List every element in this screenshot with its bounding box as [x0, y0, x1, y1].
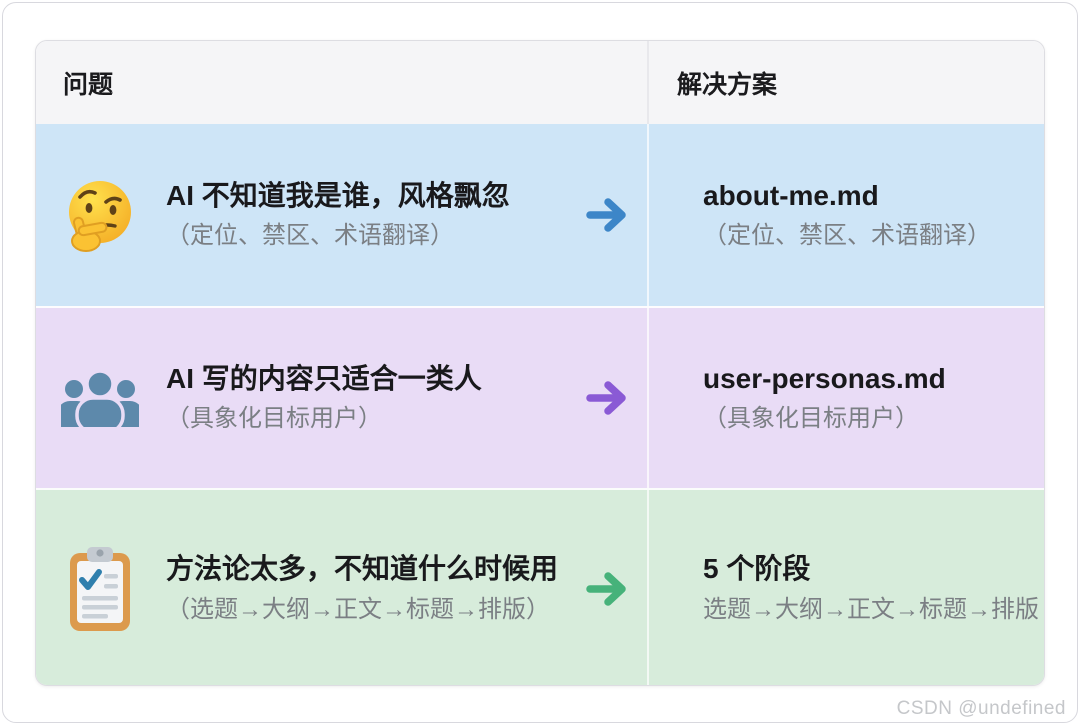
- arrow-right-icon: [586, 570, 632, 608]
- solution-title: about-me.md: [703, 179, 879, 211]
- arrow-right-icon: [586, 196, 632, 234]
- comparison-table: 问题 解决方案: [35, 40, 1045, 686]
- table-row: AI 写的内容只适合一类人 （具象化目标用户） user-personas.md…: [36, 306, 1044, 488]
- problem-note: （选题→大纲→正文→标题→排版）: [166, 595, 550, 623]
- solution-cell: about-me.md （定位、禁区、术语翻译）: [649, 124, 1044, 306]
- solution-note: （具象化目标用户）: [703, 405, 919, 433]
- watermark: CSDN @undefined: [896, 698, 1066, 719]
- column-header-solution: 解决方案: [677, 70, 778, 99]
- solution-text: about-me.md （定位、禁区、术语翻译）: [703, 179, 991, 251]
- problem-text: 方法论太多，不知道什么时候用 （选题→大纲→正文→标题→排版）: [166, 552, 558, 624]
- problem-title: AI 写的内容只适合一类人: [166, 362, 482, 394]
- table-row: 方法论太多，不知道什么时候用 （选题→大纲→正文→标题→排版） 5 个阶段 选题…: [36, 488, 1044, 685]
- arrow-right-icon: [586, 379, 632, 417]
- solution-note: 选题→大纲→正文→标题→排版: [703, 595, 1039, 623]
- solution-title: user-personas.md: [703, 362, 946, 394]
- people-group-icon: [60, 369, 140, 427]
- clipboard-icon: [60, 544, 140, 634]
- problem-text: AI 不知道我是谁，风格飘忽 （定位、禁区、术语翻译）: [166, 179, 510, 251]
- solution-cell: 5 个阶段 选题→大纲→正文→标题→排版: [649, 490, 1044, 685]
- solution-cell: user-personas.md （具象化目标用户）: [649, 308, 1044, 488]
- problem-note: （定位、禁区、术语翻译）: [166, 222, 454, 250]
- problem-cell: 方法论太多，不知道什么时候用 （选题→大纲→正文→标题→排版）: [36, 490, 649, 685]
- table-row: AI 不知道我是谁，风格飘忽 （定位、禁区、术语翻译） about-me.md …: [36, 124, 1044, 306]
- solution-text: user-personas.md （具象化目标用户）: [703, 362, 946, 434]
- column-header-problem: 问题: [36, 41, 649, 124]
- table-header-row: 问题 解决方案: [36, 41, 1044, 124]
- problem-cell: AI 写的内容只适合一类人 （具象化目标用户）: [36, 308, 649, 488]
- problem-cell: AI 不知道我是谁，风格飘忽 （定位、禁区、术语翻译）: [36, 124, 649, 306]
- problem-title: 方法论太多，不知道什么时候用: [166, 553, 559, 585]
- solution-note: （定位、禁区、术语翻译）: [703, 222, 991, 250]
- solution-text: 5 个阶段 选题→大纲→正文→标题→排版: [703, 552, 1039, 624]
- thinking-face-icon: [60, 177, 140, 253]
- problem-title: AI 不知道我是谁，风格飘忽: [166, 179, 510, 211]
- problem-note: （具象化目标用户）: [166, 405, 382, 433]
- solution-title: 5 个阶段: [703, 553, 811, 585]
- problem-text: AI 写的内容只适合一类人 （具象化目标用户）: [166, 362, 482, 434]
